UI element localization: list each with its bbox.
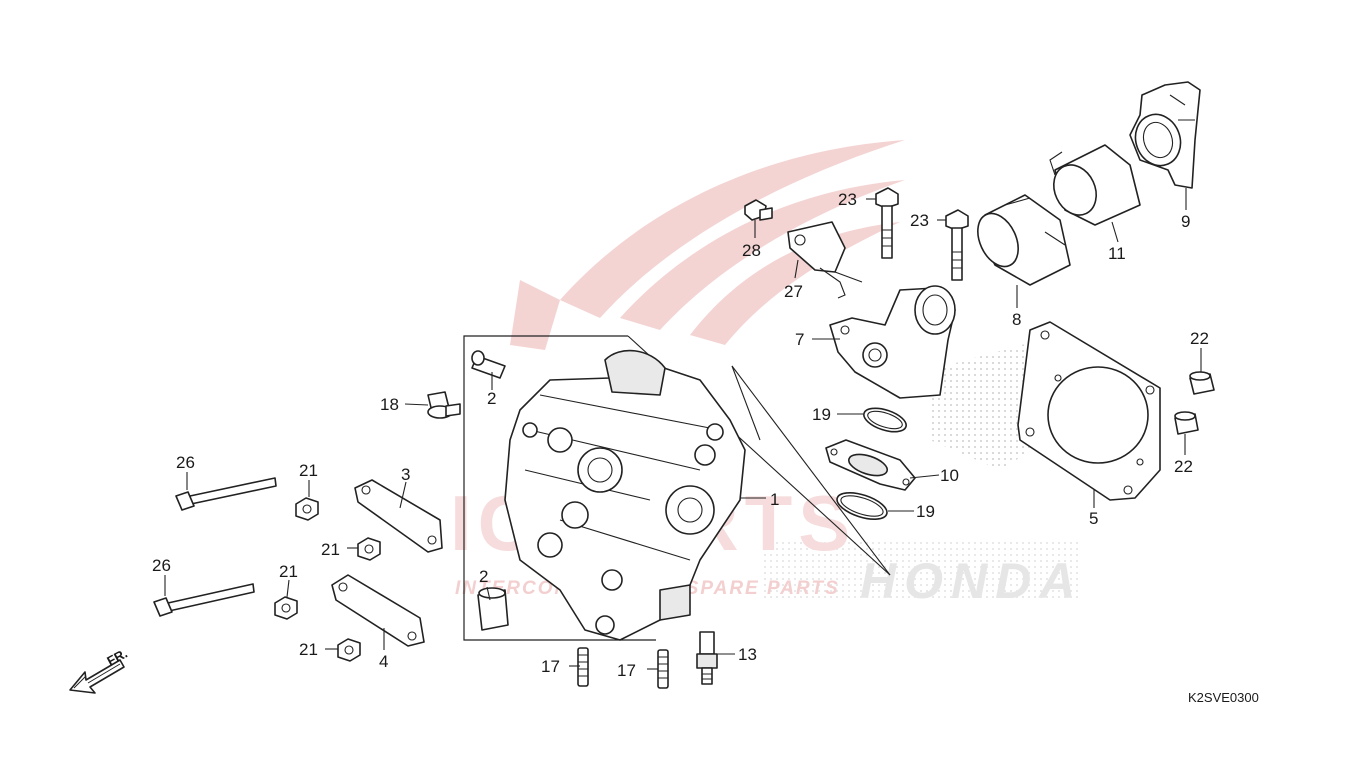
callout-21-d: 21 [299,640,318,659]
callout-10: 10 [940,466,959,485]
callout-2-upper: 2 [487,389,496,408]
intake-pipe-7 [829,285,956,399]
callout-3: 3 [401,465,410,484]
dowel-pin-22-lower [1174,411,1199,435]
dowel-pin-upper [471,350,506,379]
connecting-tube-11 [1049,144,1141,226]
o-ring-19-upper [863,407,907,433]
nut-21-c [274,596,298,620]
callout-22-lower: 22 [1174,457,1193,476]
dowel-pin-lower [477,587,509,631]
front-direction-indicator: FR. [69,646,130,694]
flange-bolt-18 [427,391,461,419]
callout-4: 4 [379,652,388,671]
callout-11: 11 [1108,244,1126,263]
callout-23-right: 23 [910,211,929,230]
watermark-brand: HONDA [860,553,1083,609]
callout-21-a: 21 [299,461,318,480]
callout-26-lower: 26 [152,556,171,575]
cylinder-gasket-5 [1017,321,1161,501]
cylinder-head [504,349,746,641]
callout-26-upper: 26 [176,453,195,472]
callout-27: 27 [784,282,803,301]
bolt-28 [744,199,773,221]
callout-19-upper: 19 [812,405,831,424]
front-arrow-icon [69,659,125,694]
stud-17-right [657,649,669,689]
insulator-10 [825,439,916,491]
callout-13: 13 [738,645,757,664]
front-label: FR. [104,646,130,669]
callout-28: 28 [742,241,761,260]
honda-wing-logo [510,140,905,350]
callout-9: 9 [1181,212,1190,231]
callout-5: 5 [1089,509,1098,528]
callout-21-c: 21 [279,562,298,581]
nut-21-b [357,537,381,561]
nut-21-a [295,497,319,521]
spark-plug-13 [696,631,718,685]
callout-21-b: 21 [321,540,340,559]
band-8 [977,194,1071,286]
bolt-23-right [945,209,969,281]
throttle-body-9 [1129,81,1201,189]
callout-17-right: 17 [617,661,636,680]
bracket-27 [787,221,863,299]
callout-1: 1 [770,490,779,509]
callout-23-left: 23 [838,190,857,209]
plate-4 [331,574,425,647]
dowel-pin-22-upper [1189,371,1215,395]
callout-2-lower: 2 [479,567,488,586]
callout-8: 8 [1012,310,1021,329]
stud-bolt-26-upper [175,477,277,511]
plate-3 [354,479,443,553]
diagram-code: K2SVE0300 [1188,690,1259,705]
callout-17-left: 17 [541,657,560,676]
o-ring-19-lower [836,492,888,520]
nut-21-d [337,638,361,662]
callout-19-lower: 19 [916,502,935,521]
leader-lines [164,188,1202,670]
stud-bolt-26-lower [153,583,255,617]
callout-18: 18 [380,395,399,414]
callout-labels: 1 2 2 3 4 5 7 8 9 10 11 13 17 17 18 19 1… [152,190,1209,680]
callout-7: 7 [795,330,804,349]
stud-17-left [577,647,589,687]
bolt-23-left [875,187,899,259]
callout-22-upper: 22 [1190,329,1209,348]
